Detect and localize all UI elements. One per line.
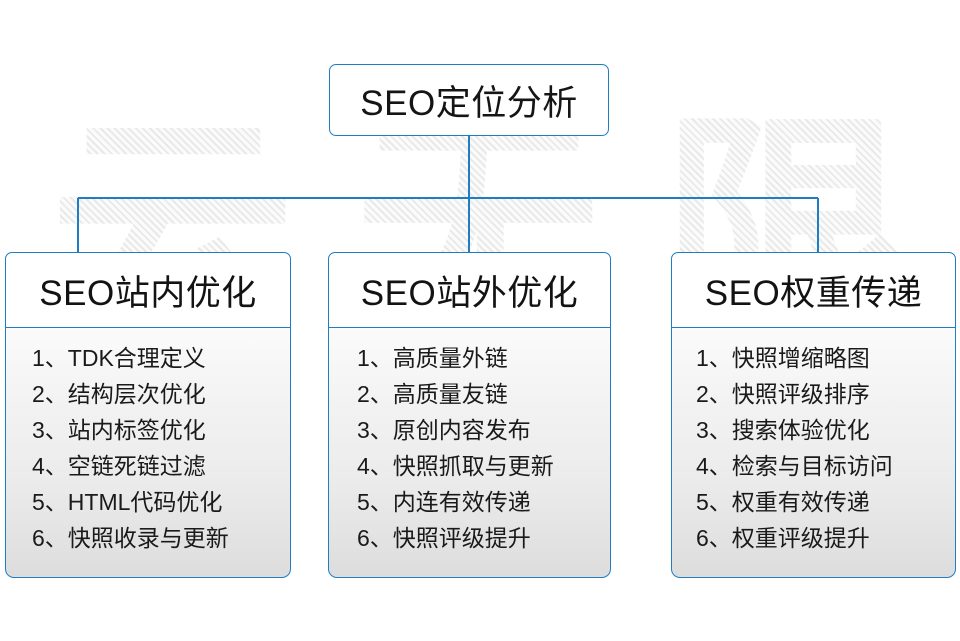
list-item: 1、快照增缩略图 xyxy=(696,345,870,371)
list-item: 6、快照评级提升 xyxy=(357,525,531,551)
branch-seo-weight: SEO权重传递 1、快照增缩略图 2、快照评级排序 3、搜索体验优化 4、检索与… xyxy=(671,252,956,578)
list-item: 5、HTML代码优化 xyxy=(32,489,223,515)
branch-header-seo-onsite[interactable]: SEO站内优化 xyxy=(5,252,291,328)
branch-header-seo-weight[interactable]: SEO权重传递 xyxy=(671,252,956,328)
branch-body-seo-offsite: 1、高质量外链 2、高质量友链 3、原创内容发布 4、快照抓取与更新 5、内连有… xyxy=(328,328,611,578)
list-item: 4、快照抓取与更新 xyxy=(357,453,554,479)
branch-header-label: SEO权重传递 xyxy=(704,273,923,313)
branch-header-label: SEO站内优化 xyxy=(39,273,257,313)
root-node[interactable]: SEO定位分析 xyxy=(329,64,609,136)
root-node-label: SEO定位分析 xyxy=(360,83,578,123)
list-item: 3、搜索体验优化 xyxy=(696,417,870,443)
list-item: 3、原创内容发布 xyxy=(357,417,531,443)
list-item: 2、结构层次优化 xyxy=(32,381,206,407)
list-item: 4、检索与目标访问 xyxy=(696,453,893,479)
list-item: 2、高质量友链 xyxy=(357,381,508,407)
list-item: 4、空链死链过滤 xyxy=(32,453,206,479)
list-item: 5、内连有效传递 xyxy=(357,489,531,515)
list-item: 2、快照评级排序 xyxy=(696,381,870,407)
list-item: 5、权重有效传递 xyxy=(696,489,870,515)
branch-body-seo-weight: 1、快照增缩略图 2、快照评级排序 3、搜索体验优化 4、检索与目标访问 5、权… xyxy=(671,328,956,578)
branch-body-seo-onsite: 1、TDK合理定义 2、结构层次优化 3、站内标签优化 4、空链死链过滤 5、H… xyxy=(5,328,291,578)
branch-header-seo-offsite[interactable]: SEO站外优化 xyxy=(328,252,611,328)
list-item: 6、快照收录与更新 xyxy=(32,525,229,551)
list-item: 6、权重评级提升 xyxy=(696,525,870,551)
branch-header-label: SEO站外优化 xyxy=(360,273,579,313)
branch-seo-offsite: SEO站外优化 1、高质量外链 2、高质量友链 3、原创内容发布 4、快照抓取与… xyxy=(328,252,611,578)
list-item: 3、站内标签优化 xyxy=(32,417,206,443)
branch-seo-onsite: SEO站内优化 1、TDK合理定义 2、结构层次优化 3、站内标签优化 4、空链… xyxy=(5,252,291,578)
list-item: 1、高质量外链 xyxy=(357,345,508,371)
list-item: 1、TDK合理定义 xyxy=(32,345,206,371)
